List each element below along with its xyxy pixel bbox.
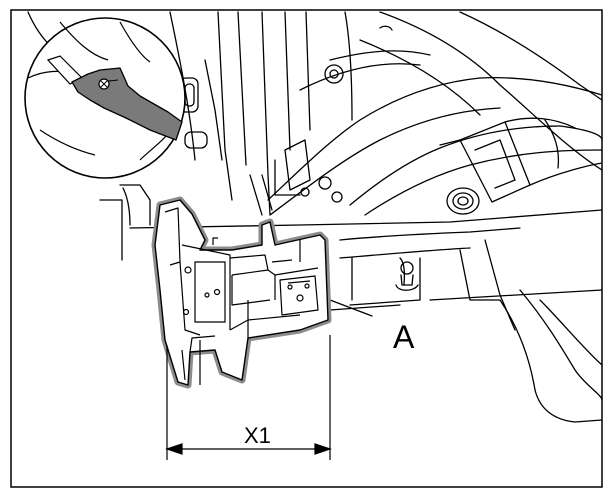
right-curved-body: [299, 11, 603, 171]
right-handle-bracket: [439, 117, 603, 203]
diagonal-beam: [267, 77, 603, 216]
dimension-arrow-right: [314, 443, 332, 455]
center-panels: [217, 11, 353, 216]
screw-head-icon: [98, 78, 110, 90]
figure-frame: [10, 9, 603, 488]
dimension-label-x1: X1: [244, 423, 271, 448]
callout-leader-line: [329, 299, 373, 317]
callout-label-a: A: [393, 319, 415, 355]
dimension-arrow-left: [165, 443, 183, 455]
dimension-x1: [165, 335, 332, 460]
grommet-hole: [446, 187, 480, 215]
magnifier-inset-circle-icon: [24, 17, 186, 179]
highlighted-bracket-part: [151, 196, 332, 389]
